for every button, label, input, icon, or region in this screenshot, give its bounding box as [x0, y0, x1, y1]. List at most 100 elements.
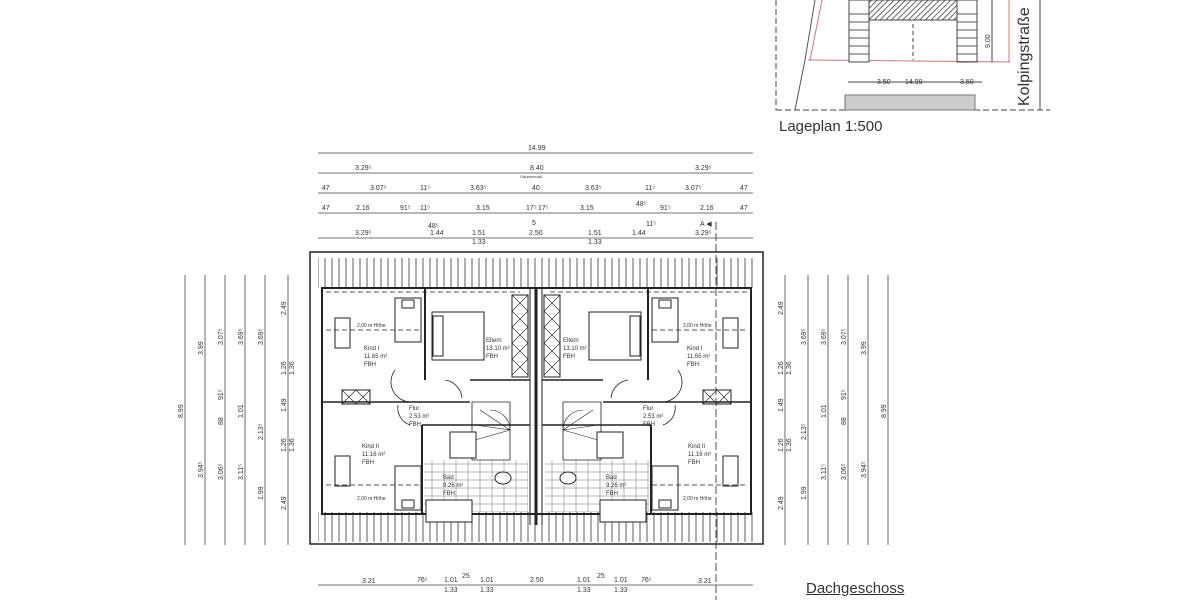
svg-text:1.49: 1.49 [778, 398, 785, 412]
svg-text:1.36: 1.36 [786, 438, 793, 452]
svg-text:47: 47 [740, 205, 748, 212]
svg-text:17⁵: 17⁵ [526, 205, 537, 212]
svg-text:2.49: 2.49 [281, 301, 288, 315]
svg-text:2.49: 2.49 [778, 496, 785, 510]
svg-text:2.50: 2.50 [529, 230, 543, 237]
svg-text:3.21: 3.21 [698, 578, 712, 585]
svg-text:1.33: 1.33 [614, 587, 628, 594]
svg-text:2.16: 2.16 [356, 205, 370, 212]
svg-text:1.99: 1.99 [258, 486, 265, 500]
svg-text:3.63⁵: 3.63⁵ [470, 185, 487, 192]
svg-text:76⁵: 76⁵ [417, 577, 428, 584]
room-area: 2.53 m² [409, 414, 430, 420]
svg-text:1.01: 1.01 [480, 577, 494, 584]
room-name: Kind II [362, 444, 380, 450]
svg-text:1.26: 1.26 [778, 361, 785, 375]
svg-text:3.50: 3.50 [960, 79, 974, 86]
svg-text:3.07⁵: 3.07⁵ [218, 328, 225, 345]
svg-text:3.11⁵: 3.11⁵ [238, 464, 245, 480]
svg-text:1.33: 1.33 [588, 239, 602, 246]
svg-text:3.07⁵: 3.07⁵ [841, 328, 848, 345]
room-note: FBH [688, 460, 700, 466]
height-note: 2,00 m Höhe [357, 496, 386, 502]
room-area: 9.26 m² [443, 483, 464, 489]
room-name: Eltern [563, 338, 579, 344]
svg-text:3.69⁵: 3.69⁵ [821, 328, 828, 345]
svg-text:47: 47 [740, 185, 748, 192]
svg-text:8.99: 8.99 [178, 404, 185, 418]
svg-text:48⁵: 48⁵ [636, 201, 647, 208]
room-area: 11.16 m² [688, 452, 712, 458]
site-plan [775, 0, 1050, 111]
room-name: Flur [409, 406, 420, 412]
svg-text:3.06⁵: 3.06⁵ [841, 463, 848, 480]
room-note: FBH [643, 422, 655, 428]
svg-text:3.50: 3.50 [877, 79, 891, 86]
floor-caption: Dachgeschoss [806, 580, 905, 597]
svg-text:3.15: 3.15 [476, 205, 490, 212]
svg-text:3.69⁵: 3.69⁵ [258, 328, 265, 345]
svg-text:3.29⁵: 3.29⁵ [355, 165, 372, 172]
room-area: 2.53 m² [643, 414, 664, 420]
svg-text:1.51: 1.51 [588, 230, 602, 237]
svg-text:8.40: 8.40 [530, 165, 544, 172]
svg-text:3.29⁵: 3.29⁵ [355, 230, 372, 237]
svg-text:1.44: 1.44 [430, 230, 444, 237]
svg-text:1.44: 1.44 [632, 230, 646, 237]
svg-text:1.01: 1.01 [614, 577, 628, 584]
right-dimension-chains [784, 275, 889, 545]
svg-text:25: 25 [597, 573, 605, 580]
svg-text:1.51: 1.51 [472, 230, 486, 237]
svg-text:2.13⁵: 2.13⁵ [801, 423, 808, 440]
room-name: Bad [443, 475, 454, 481]
room-name: Eltern [486, 338, 502, 344]
room-area: 11.65 m² [364, 354, 388, 360]
svg-text:1.01: 1.01 [444, 577, 458, 584]
room-name: Kind II [688, 444, 706, 450]
svg-text:91⁵: 91⁵ [400, 205, 411, 212]
svg-text:1.01: 1.01 [238, 404, 245, 418]
section-marker-top: A ◀ [700, 221, 712, 228]
room-name: Kind I [364, 346, 380, 352]
svg-text:1.33: 1.33 [480, 587, 494, 594]
svg-text:2.16: 2.16 [700, 205, 714, 212]
svg-text:40: 40 [532, 185, 540, 192]
height-note: 2,00 m Höhe [357, 323, 386, 329]
svg-text:91⁵: 91⁵ [841, 389, 848, 400]
room-label: Kind II 11.16 m² FBH [688, 443, 711, 467]
room-name: Kind I [687, 346, 703, 352]
svg-text:1.26: 1.26 [281, 361, 288, 375]
svg-text:1.99: 1.99 [801, 486, 808, 500]
svg-text:3.29⁵: 3.29⁵ [695, 230, 712, 237]
height-note: 2,00 m Höhe [683, 323, 712, 329]
svg-text:76⁵: 76⁵ [641, 577, 652, 584]
svg-text:2.50: 2.50 [530, 577, 544, 584]
room-area: 11.16 m² [362, 452, 386, 458]
svg-text:14.99: 14.99 [905, 79, 923, 86]
svg-text:1.26: 1.26 [778, 438, 785, 452]
svg-text:3.07⁵: 3.07⁵ [685, 185, 702, 192]
svg-text:25: 25 [462, 573, 470, 580]
svg-text:1.33: 1.33 [577, 587, 591, 594]
room-label: Kind II 11.16 m² FBH [362, 443, 385, 467]
room-note: FBH [362, 460, 374, 466]
svg-text:11⁵: 11⁵ [645, 185, 655, 192]
svg-text:1.01: 1.01 [821, 404, 828, 418]
svg-text:11⁵: 11⁵ [646, 221, 656, 228]
svg-text:5: 5 [532, 220, 536, 227]
room-note: FBH [486, 354, 498, 360]
svg-text:91⁵: 91⁵ [218, 389, 225, 400]
svg-text:88: 88 [841, 417, 848, 425]
svg-text:2.49: 2.49 [281, 496, 288, 510]
svg-text:3.29⁵: 3.29⁵ [695, 165, 712, 172]
site-plan-caption: Lageplan 1:500 [779, 118, 883, 135]
